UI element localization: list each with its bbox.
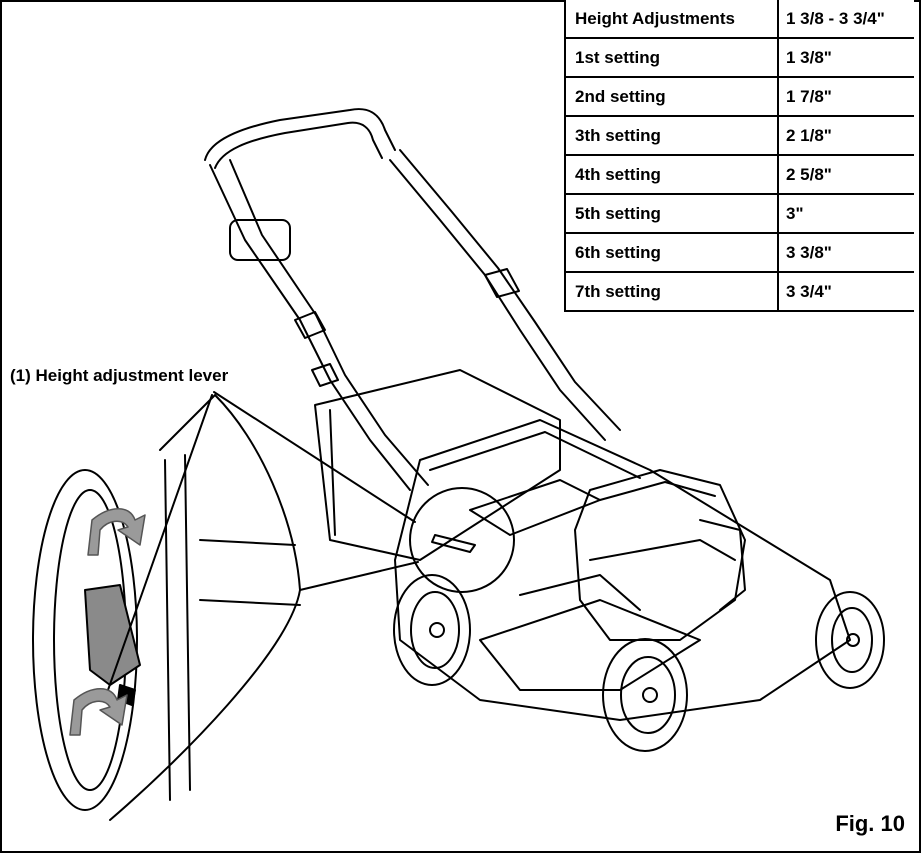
table-row: 7th setting 3 3/4" [564, 271, 914, 312]
table-cell: 3 3/4" [777, 271, 914, 312]
table-cell: 2 1/8" [777, 115, 914, 156]
front-right-wheel [815, 591, 885, 689]
table-cell: Height Adjustments [564, 0, 779, 39]
handle-switch-box [229, 219, 291, 261]
table-cell: 1st setting [564, 37, 779, 78]
table-cell: 6th setting [564, 232, 779, 273]
table-row: 3th setting 2 1/8" [564, 115, 914, 156]
table-cell: 7th setting [564, 271, 779, 312]
rear-left-wheel [393, 574, 471, 686]
rotate-arrow-icon [69, 508, 146, 736]
table-cell: 3th setting [564, 115, 779, 156]
table-cell: 2 5/8" [777, 154, 914, 195]
table-cell: 5th setting [564, 193, 779, 234]
table-row: 5th setting 3" [564, 193, 914, 234]
height-adjustment-table: Height Adjustments 1 3/8 - 3 3/4" 1st se… [564, 0, 914, 312]
table-cell: 1 7/8" [777, 76, 914, 117]
table-cell: 2nd setting [564, 76, 779, 117]
table-row: 1st setting 1 3/8" [564, 37, 914, 78]
table-header-row: Height Adjustments 1 3/8 - 3 3/4" [564, 0, 914, 39]
lever-circle-callout [213, 391, 515, 593]
table-row: 6th setting 3 3/8" [564, 232, 914, 273]
inset-lever [84, 584, 141, 686]
mower-handle [204, 108, 621, 491]
detail-inset [32, 394, 301, 821]
mower-deck [394, 419, 851, 721]
figure-number: Fig. 10 [835, 811, 905, 836]
table-row: 2nd setting 1 7/8" [564, 76, 914, 117]
table-cell: 1 3/8" [777, 37, 914, 78]
front-left-wheel [602, 638, 688, 752]
grass-bag [314, 369, 561, 561]
inset-wheel [32, 469, 138, 811]
table-cell: 3 3/8" [777, 232, 914, 273]
table-row: 4th setting 2 5/8" [564, 154, 914, 195]
height-adjustment-lever-label: (1) Height adjustment lever [10, 366, 229, 385]
battery-motor-cover [574, 469, 746, 641]
table-cell: 1 3/8 - 3 3/4" [777, 0, 914, 39]
table-cell: 3" [777, 193, 914, 234]
table-cell: 4th setting [564, 154, 779, 195]
